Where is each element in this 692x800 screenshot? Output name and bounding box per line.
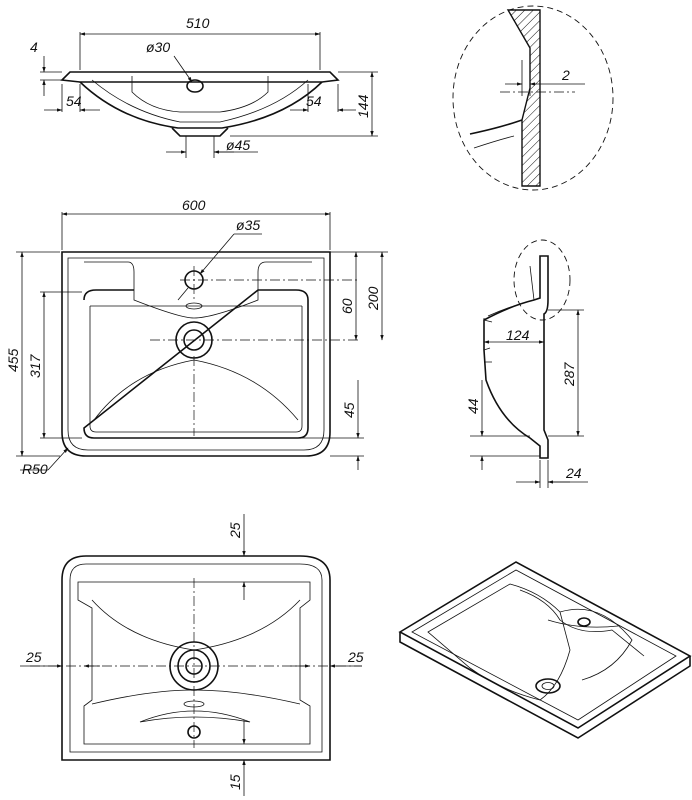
dim-25-top: 25 (227, 522, 243, 539)
dim-25-right: 25 (347, 649, 364, 665)
dim-510: 510 (186, 15, 210, 31)
dim-60: 60 (339, 298, 355, 314)
detail-view: 2 (452, 5, 614, 191)
dim-54-left: 54 (66, 93, 82, 109)
dim-4: 4 (30, 39, 38, 55)
dim-2: 2 (561, 67, 570, 83)
dim-o35: ø35 (236, 217, 260, 233)
dim-24: 24 (565, 465, 582, 481)
bottom-view: 25 25 25 15 (20, 514, 364, 796)
dim-25-left: 25 (25, 649, 42, 665)
dim-200: 200 (365, 286, 381, 311)
front-view: 510 4 ø30 54 54 144 ø45 (30, 15, 378, 158)
dim-54-right: 54 (306, 93, 322, 109)
dim-o30: ø30 (146, 39, 170, 55)
dim-44: 44 (465, 398, 481, 414)
dim-317: 317 (27, 353, 43, 378)
dim-144: 144 (355, 94, 371, 118)
dim-287: 287 (561, 361, 577, 387)
isometric-view (398, 561, 692, 739)
dim-r50: R50 (22, 461, 48, 477)
dim-600: 600 (182, 197, 206, 213)
dim-455: 455 (5, 348, 21, 372)
side-section: 124 287 44 24 (465, 239, 588, 488)
dim-124: 124 (506, 327, 530, 343)
dim-o45: ø45 (226, 137, 250, 153)
plan-view: 600 ø35 455 317 60 200 45 R50 (5, 197, 388, 477)
dim-45: 45 (341, 402, 357, 418)
dim-15: 15 (227, 774, 243, 790)
